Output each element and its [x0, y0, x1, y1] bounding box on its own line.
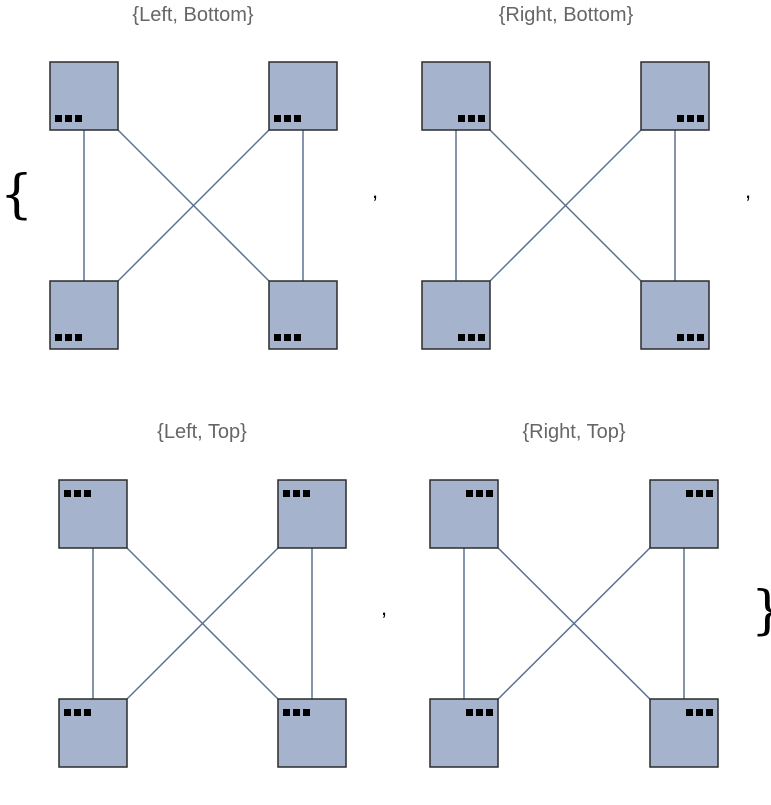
ellipsis-dot [458, 115, 465, 122]
ellipsis-dot [468, 115, 475, 122]
ellipsis-dot [696, 490, 703, 497]
graph-edge [92, 513, 313, 734]
ellipsis-dot [55, 115, 62, 122]
ellipsis-dot [65, 115, 72, 122]
ellipsis-dot [283, 709, 290, 716]
ellipsis-dot [293, 709, 300, 716]
graph-node [640, 61, 710, 131]
ellipsis-dot [284, 334, 291, 341]
ellipsis-dot [466, 709, 473, 716]
ellipsis-dots-icon [274, 115, 301, 122]
ellipsis-dot [303, 490, 310, 497]
ellipsis-dot [74, 490, 81, 497]
ellipsis-dot [64, 490, 71, 497]
close-brace: } [751, 581, 771, 641]
ellipsis-dot [74, 709, 81, 716]
panel-title: {Left, Bottom} [132, 4, 254, 26]
graph-node [58, 698, 128, 768]
ellipsis-dots-icon [274, 334, 301, 341]
graph-node [277, 698, 347, 768]
graph-node [58, 479, 128, 549]
ellipsis-dot [466, 490, 473, 497]
separator-comma: , [381, 595, 387, 620]
ellipsis-dot [293, 490, 300, 497]
ellipsis-dots-icon [55, 115, 82, 122]
ellipsis-dots-icon [55, 334, 82, 341]
panel-title: {Right, Bottom} [499, 4, 634, 26]
graph-node [268, 280, 338, 350]
graph-edge [455, 95, 676, 316]
ellipsis-dots-icon [283, 490, 310, 497]
ellipsis-dot [84, 709, 91, 716]
ellipsis-dots-icon [458, 334, 485, 341]
graph-edge [83, 95, 304, 316]
graph-panel: {Left, Top} [58, 421, 347, 768]
ellipsis-dot [75, 334, 82, 341]
graph-node [49, 280, 119, 350]
graph-node [640, 280, 710, 350]
ellipsis-dot [274, 334, 281, 341]
ellipsis-dot [294, 115, 301, 122]
graph-edge [463, 513, 685, 734]
panel-title: {Right, Top} [522, 421, 625, 443]
ellipsis-dot [686, 490, 693, 497]
ellipsis-dot [303, 709, 310, 716]
ellipsis-dot [284, 115, 291, 122]
ellipsis-dots-icon [686, 709, 713, 716]
graph-panel: {Left, Bottom} [49, 4, 338, 350]
graph-node [429, 698, 499, 768]
open-brace: { [0, 165, 33, 225]
ellipsis-dot [706, 709, 713, 716]
ellipsis-dot [696, 709, 703, 716]
graph-node [649, 698, 719, 768]
ellipsis-dot [84, 490, 91, 497]
ellipsis-dot [274, 115, 281, 122]
graph-node [429, 479, 499, 549]
ellipsis-dots-icon [458, 115, 485, 122]
ellipsis-dots-icon [64, 709, 91, 716]
ellipsis-dots-icon [677, 115, 704, 122]
graph-node [268, 61, 338, 131]
graph-node [277, 479, 347, 549]
ellipsis-dots-icon [64, 490, 91, 497]
ellipsis-dot [64, 709, 71, 716]
ellipsis-dot [686, 709, 693, 716]
graph-node [49, 61, 119, 131]
ellipsis-dot [697, 115, 704, 122]
ellipsis-dots-icon [466, 709, 493, 716]
panels-group: {Left, Bottom} {Right, Bottom} {Left, Top}… [49, 4, 719, 768]
ellipsis-dot [486, 490, 493, 497]
graph-node [649, 479, 719, 549]
ellipsis-dot [677, 115, 684, 122]
ellipsis-dot [476, 709, 483, 716]
ellipsis-dot [687, 334, 694, 341]
graph-panel: {Right, Bottom} [421, 4, 710, 350]
ellipsis-dot [476, 490, 483, 497]
ellipsis-dot [687, 115, 694, 122]
graph-panel: {Right, Top} [429, 421, 719, 768]
ellipsis-dot [65, 334, 72, 341]
ellipsis-dots-icon [677, 334, 704, 341]
ellipsis-dot [458, 334, 465, 341]
ellipsis-dot [486, 709, 493, 716]
ellipsis-dot [697, 334, 704, 341]
ellipsis-dot [283, 490, 290, 497]
ellipsis-dot [468, 334, 475, 341]
ellipsis-dot [55, 334, 62, 341]
panel-title: {Left, Top} [157, 421, 247, 443]
ellipsis-dot [75, 115, 82, 122]
ellipsis-dot [677, 334, 684, 341]
separator-comma: , [372, 178, 378, 203]
graph-node [421, 61, 491, 131]
graph-node [421, 280, 491, 350]
ellipsis-dot [478, 115, 485, 122]
ellipsis-dots-icon [283, 709, 310, 716]
separator-comma: , [745, 178, 751, 203]
ellipsis-dots-icon [466, 490, 493, 497]
ellipsis-dots-icon [686, 490, 713, 497]
ellipsis-dot [294, 334, 301, 341]
ellipsis-dot [478, 334, 485, 341]
ellipsis-dot [706, 490, 713, 497]
